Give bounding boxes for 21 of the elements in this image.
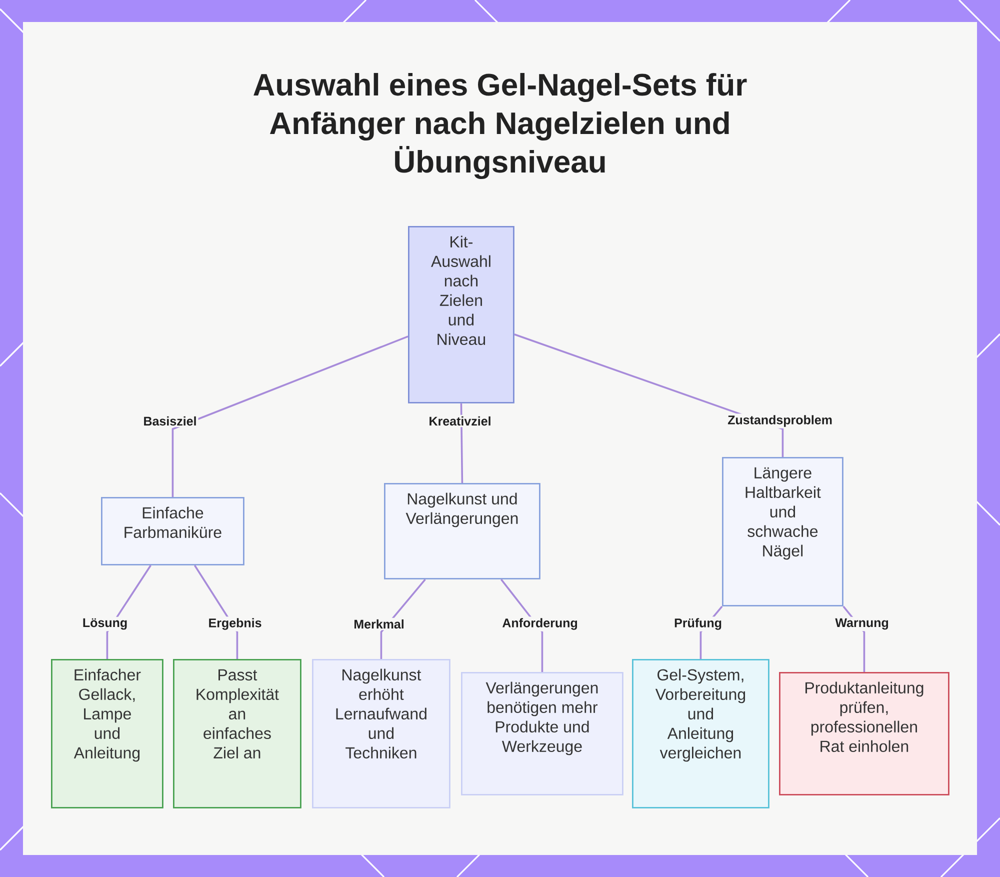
connector-line <box>172 336 408 497</box>
root-box: Kit-Auswahl nach Zielen und Niveau <box>408 226 514 404</box>
edge-label: Kreativziel <box>427 414 493 428</box>
title: Auswahl eines Gel-Nagel-Sets für Anfänger nach Nagelzielen und Übungsniveau <box>254 72 747 180</box>
edge-label: Prüfung <box>672 616 724 632</box>
leaf-box: Einfacher Gellack, Lampe und Anleitung <box>51 659 164 808</box>
edge-label: Anforderung <box>500 616 580 632</box>
leaf-box: Produktanleitung prüfen, professionellen Rat einholen <box>779 672 950 796</box>
edge-label: Basisziel <box>142 414 198 428</box>
leaf-box: Verlängerungen benötigen mehr Produkte und Werkzeuge <box>461 672 624 796</box>
edge-label: Ergebnis <box>206 616 264 632</box>
branch-box: Nagelkunst und Verlängerungen <box>384 483 540 580</box>
leaf-box: Gel-System, Vorbereitung und Anleitung vergleichen <box>632 659 770 808</box>
branch-box: Längere Haltbarkeit und schwache Nägel <box>722 457 844 606</box>
edge-label: Merkmal <box>352 618 406 630</box>
edge-label: Zustandsproblem <box>726 414 834 428</box>
edge-label: Warnung <box>834 616 890 632</box>
edge-label: Lösung <box>80 616 130 632</box>
branch-box: Einfache Farbmaniküre <box>101 497 244 566</box>
leaf-box: Nagelkunst erhöht Lernaufwand und Techniken <box>312 659 450 808</box>
leaf-box: Passt Komplexität an einfaches Ziel an <box>173 659 302 808</box>
